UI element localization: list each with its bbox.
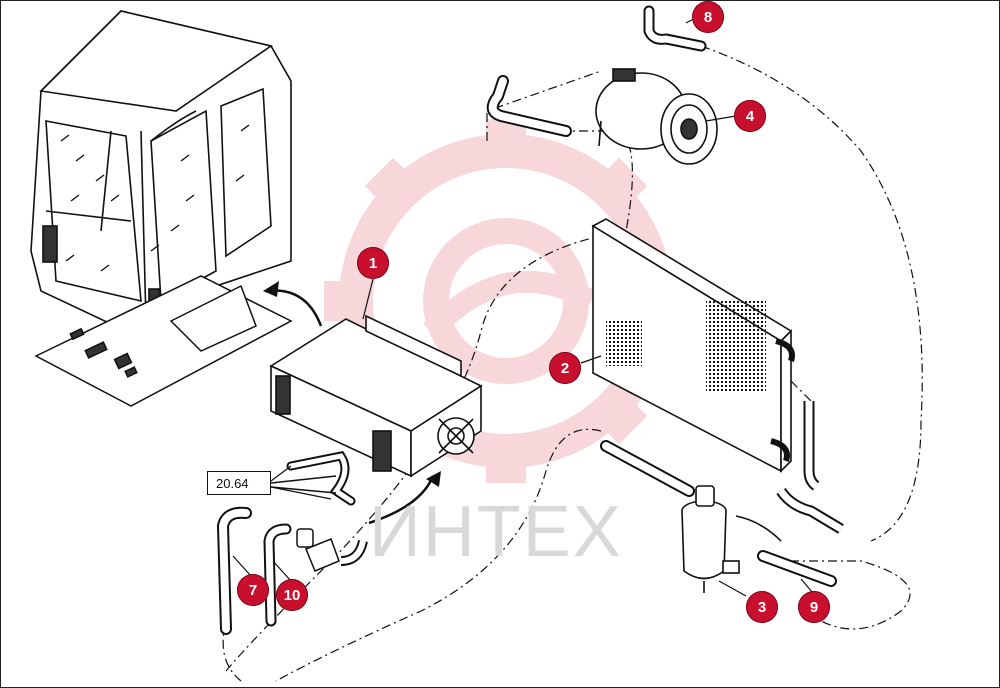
arrow-head-unit xyxy=(426,471,441,487)
hose-assemblies-right xyxy=(600,401,844,587)
callout-4: 4 xyxy=(734,100,766,132)
cab-floor-plate xyxy=(34,275,293,407)
callout-10: 10 xyxy=(276,579,308,611)
hose-assemblies-left xyxy=(216,506,368,635)
callout-7: 7 xyxy=(237,574,269,606)
operator-cab xyxy=(30,10,292,332)
arrow-to-unit xyxy=(368,475,435,525)
compressor xyxy=(595,68,718,165)
callout-9: 9 xyxy=(798,591,830,623)
reference-box: 20.64 xyxy=(207,471,271,495)
callout-1: 1 xyxy=(357,247,389,279)
callout-8: 8 xyxy=(692,1,724,33)
condenser xyxy=(591,218,795,473)
hvac-unit xyxy=(269,314,483,478)
drain-hoses xyxy=(270,450,356,506)
reference-text: 20.64 xyxy=(216,475,249,491)
arrow-head-cab xyxy=(263,281,279,297)
receiver-drier xyxy=(681,485,782,593)
hose-assemblies-top xyxy=(486,5,707,137)
callout-leaders xyxy=(232,14,814,597)
callout-2: 2 xyxy=(549,352,581,384)
callout-3: 3 xyxy=(746,591,778,623)
cab-glass-marks xyxy=(60,124,250,272)
